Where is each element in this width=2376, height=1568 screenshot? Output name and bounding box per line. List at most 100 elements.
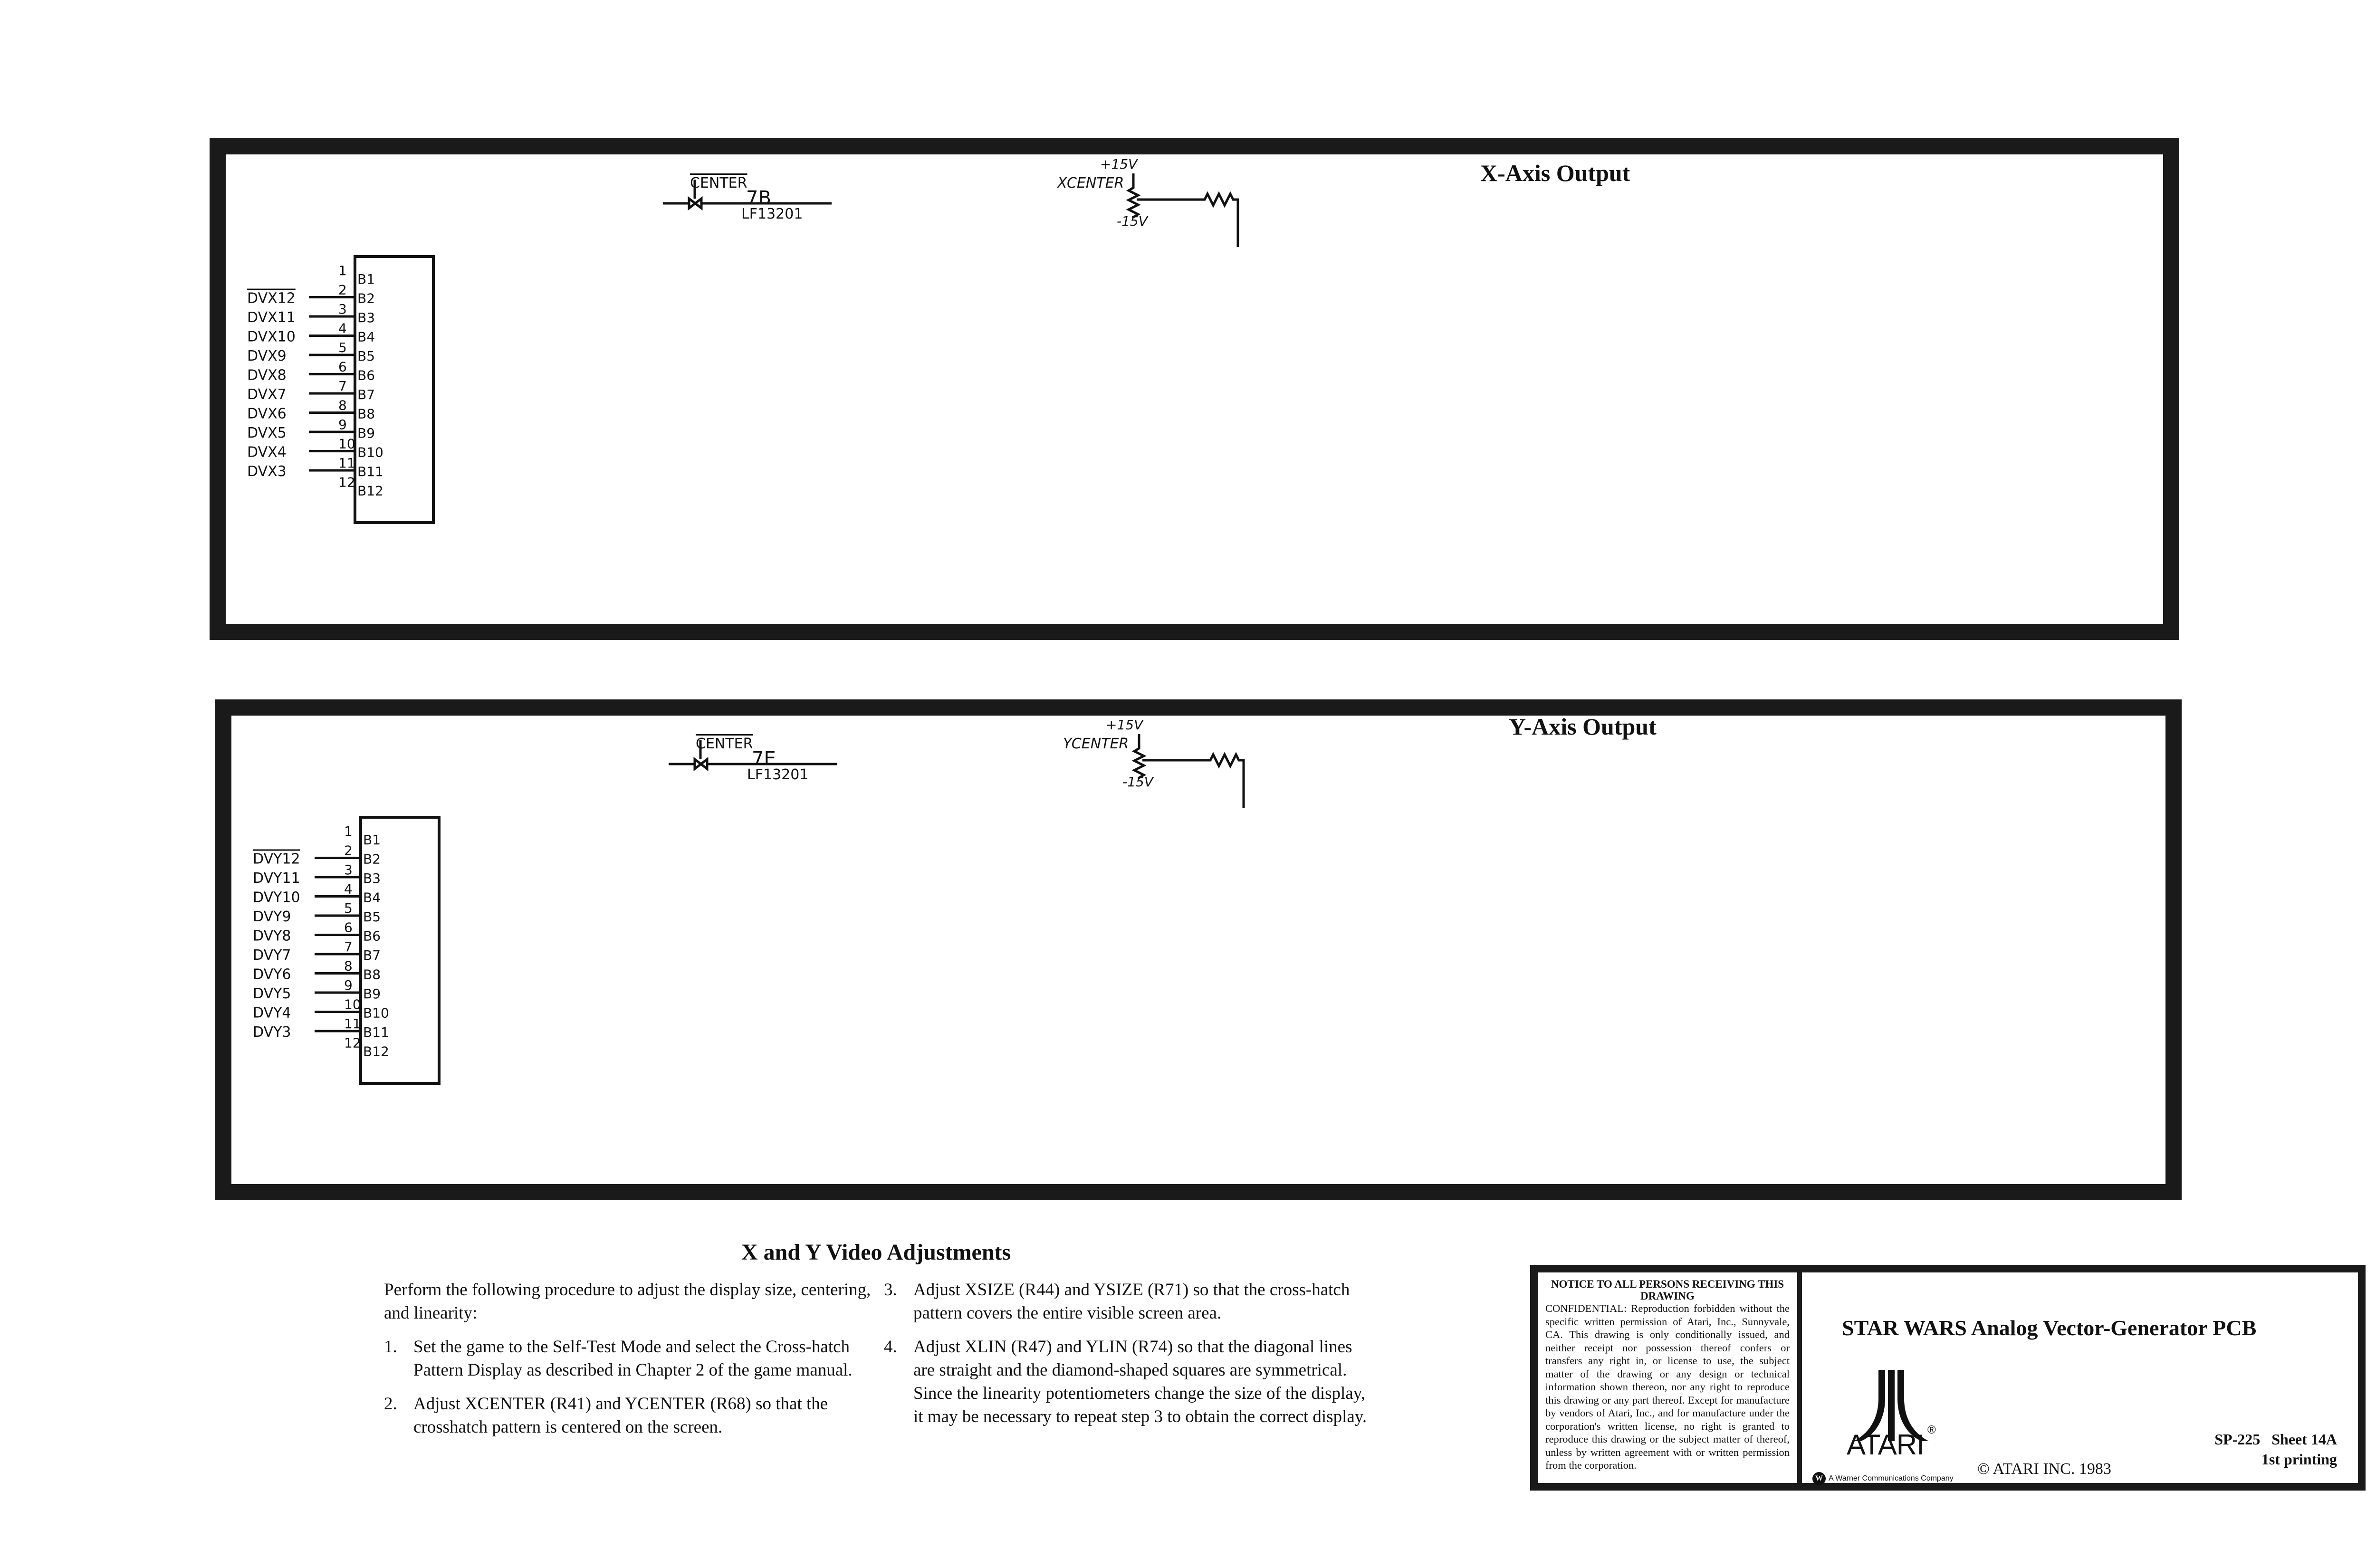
dac-input-signal: DVX10 [247, 329, 296, 345]
step-number: 4. [884, 1337, 897, 1357]
pin-label: B1 [363, 832, 381, 848]
analog-switch-icon: 10 9 11 C8 .047 POLYCARB 7A +15V C9 .1 6… [663, 180, 832, 211]
pin-label: B12 [363, 1044, 389, 1060]
dac-input-signal: DVX9 [247, 348, 287, 364]
dac-block: V+ GND 6A/B 137158-002 AM6012 PC +5V C2 … [354, 255, 435, 524]
potentiometer-icon: R41 10K R42 150K R46 22K R43 2.7K XSIZE … [1126, 173, 1239, 247]
pin-label: B9 [363, 986, 381, 1002]
control-label: XCENTER [1056, 175, 1124, 191]
step-text: Adjust XSIZE (R44) and YSIZE (R71) so th… [913, 1280, 1350, 1323]
pin-number: 10 [338, 436, 355, 452]
pin-number: 4 [338, 321, 347, 336]
pin-number: 5 [344, 900, 353, 916]
copyright: © ATARI INC. 1983 [1977, 1460, 2111, 1478]
pin-label: B4 [363, 890, 381, 906]
pin-label: B1 [357, 271, 375, 287]
pin-number: 2 [344, 843, 353, 859]
dac-input-signal: DVX12 [247, 290, 296, 307]
dac-input-signal: DVY6 [253, 966, 291, 983]
pin-number: 1 [344, 823, 353, 839]
pin-number: 10 [344, 997, 361, 1013]
sheet-number: Sheet 14A [2271, 1431, 2337, 1448]
adjustments-title: X and Y Video Adjustments [741, 1240, 1011, 1265]
pin-label: B10 [363, 1005, 389, 1021]
pin-label: B8 [357, 406, 375, 422]
pin-label: B6 [357, 368, 375, 383]
adjustment-step: 3. Adjust XSIZE (R44) and YSIZE (R71) so … [884, 1278, 1369, 1325]
pin-label: B9 [357, 425, 375, 441]
analog-switch-icon: 10 9 11 C25 .047 POLYCARB 7D +15V C26 .1… [669, 740, 837, 772]
dac-input-signal: DVY10 [253, 889, 300, 906]
output-amp-block: XCENTER +15V -15V R41 10K R42 150K R46 2… [1056, 156, 1239, 247]
warner-logo-icon: W [1812, 1472, 1826, 1485]
printing: 1st printing [2261, 1451, 2337, 1468]
pin-number: 12 [344, 1035, 361, 1051]
y-axis-schematic-frame [215, 699, 2182, 1200]
pin-label: B5 [363, 909, 381, 925]
dac-input-signal: DVX5 [247, 425, 287, 441]
adjustment-step: 2.Adjust XCENTER (R41) and YCENTER (R68)… [384, 1392, 888, 1439]
integrator-block: CENTER 7E LF13201 10 9 11 C25 .047 POLYC… [669, 736, 837, 783]
drawing-title: STAR WARS Analog Vector-Generator PCB [1842, 1316, 2257, 1340]
dac-input-signal: DVY4 [253, 1005, 291, 1022]
adjustments-left-column: Perform the following procedure to adjus… [384, 1278, 888, 1449]
pin-label: B2 [357, 291, 375, 306]
pin-label: B7 [357, 387, 375, 402]
control-label: YCENTER [1063, 736, 1129, 752]
pin-number: 5 [338, 340, 347, 355]
atari-wordmark: ATARI [1847, 1429, 1925, 1461]
pin-label: B4 [357, 329, 375, 345]
pin-number: 4 [344, 881, 353, 897]
pin-number: 9 [344, 977, 353, 993]
pin-number: 7 [344, 939, 353, 955]
pin-label: B6 [363, 928, 381, 944]
adjustments-intro: Perform the following procedure to adjus… [384, 1280, 871, 1323]
dac-input-signal: DVY12 [253, 851, 300, 868]
dac-input-signal: DVX6 [247, 406, 287, 422]
dac-input-signal: DVX4 [247, 444, 287, 461]
supply-label: +15V [1100, 156, 1138, 172]
dac-input-pins: 1B12B23B34B45B56B67B78B89B910B1011B1112B… [253, 823, 389, 1060]
pin-number: 8 [344, 958, 353, 974]
y-axis-title: Y-Axis Output [1509, 713, 1657, 740]
pin-number: 2 [338, 282, 347, 298]
chip-part: LF13201 [741, 206, 803, 222]
pin-label: B8 [363, 967, 381, 983]
step-text: Adjust XCENTER (R41) and YCENTER (R68) s… [413, 1394, 828, 1437]
doc-number: SP-225 [2214, 1431, 2261, 1448]
pin-number: 6 [344, 920, 353, 936]
pin-label: B3 [363, 870, 381, 886]
warner-credit: W A Warner Communications Company [1812, 1472, 1954, 1485]
x-axis-schematic-frame [210, 138, 2179, 640]
pin-number: 7 [338, 378, 347, 394]
supply-label: +15V [1106, 717, 1144, 733]
notice-heading: NOTICE TO ALL PERSONS RECEIVING THIS DRA… [1551, 1278, 1784, 1302]
pin-number: 3 [344, 862, 353, 878]
dac-input-signal: DVY7 [253, 947, 291, 964]
dac-input-signal: DVX3 [247, 463, 287, 480]
step-text: Set the game to the Self-Test Mode and s… [413, 1337, 853, 1380]
pin-number: 8 [338, 398, 347, 413]
dac-chip: V+ GND 6A/B 137158-002 AM6012 PC +5V C2 … [354, 255, 435, 524]
confidential-notice: NOTICE TO ALL PERSONS RECEIVING THIS DRA… [1538, 1272, 1802, 1483]
step-number: 3. [884, 1280, 897, 1300]
dac-input-signal: DVY8 [253, 928, 291, 945]
integrator-block: CENTER 7B LF13201 10 9 11 C8 .047 POLYCA… [663, 175, 832, 222]
dac-input-signal: DVY11 [253, 870, 300, 887]
chip-ref: 7E [752, 748, 776, 770]
dac-input-signal: DVY5 [253, 985, 291, 1002]
pin-number: 11 [338, 455, 355, 471]
control-label: CENTER [696, 736, 753, 752]
pin-number: 3 [338, 301, 347, 317]
pin-number: 11 [344, 1016, 361, 1032]
pin-label: B11 [357, 464, 383, 479]
title-block: NOTICE TO ALL PERSONS RECEIVING THIS DRA… [1530, 1265, 2366, 1491]
sheet-info: SP-225 Sheet 14A 1st printing [2203, 1429, 2337, 1469]
adjustments-right-column: 3. Adjust XSIZE (R44) and YSIZE (R71) so … [884, 1278, 1369, 1439]
supply-label: -15V [1122, 774, 1154, 790]
pin-number: 9 [338, 417, 347, 432]
warner-text: A Warner Communications Company [1829, 1474, 1954, 1482]
potentiometer-icon: R68 10K R69 150K R73 22K R70 2.7K YSIZE … [1131, 734, 1245, 808]
pin-number: 1 [338, 263, 347, 278]
